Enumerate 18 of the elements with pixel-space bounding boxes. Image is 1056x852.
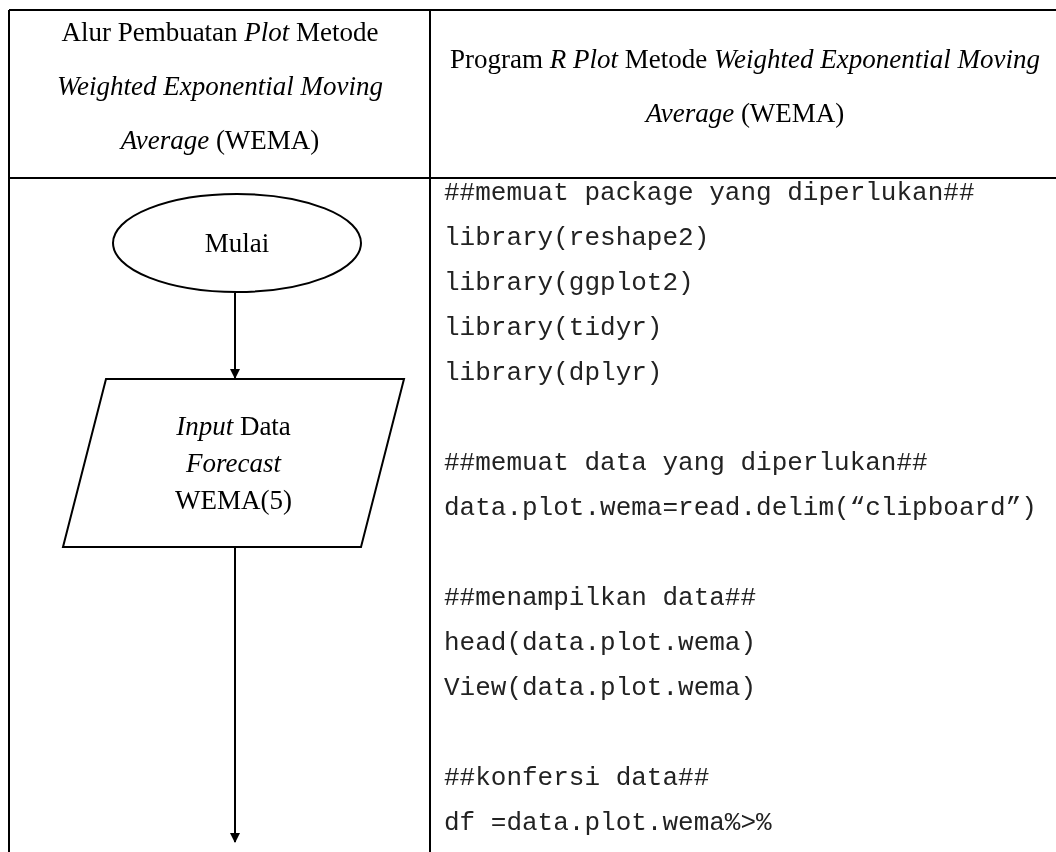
code-line: head(data.plot.wema) xyxy=(444,627,757,659)
node-text: Mulai xyxy=(204,226,270,260)
code-line: library(reshape2) xyxy=(444,222,710,254)
column-header: Alur Pembuatan Plot Metode Weighted Exponential Moving Average (WEMA) xyxy=(56,16,384,157)
code-line: ##memuat data yang diperlukan## xyxy=(444,447,928,479)
code-line: View(data.plot.wema) xyxy=(444,672,757,704)
node-text: Input Data Forecast WEMA(5) xyxy=(174,409,293,517)
code-line: library(tidyr) xyxy=(444,312,663,344)
arrow xyxy=(230,547,240,843)
code-line: library(dplyr) xyxy=(444,357,663,389)
column-header: Program R Plot Metode Weighted Exponential Moving Average (WEMA) xyxy=(449,43,1041,130)
code-line: ##konfersi data## xyxy=(444,762,710,794)
code-line: data.plot.wema=read.delim(“clipboard”) xyxy=(444,492,1037,524)
code-line: ##menampilkan data## xyxy=(444,582,757,614)
code-line: library(ggplot2) xyxy=(444,267,694,299)
arrow xyxy=(230,292,240,379)
code-line: ##memuat package yang diperlukan## xyxy=(444,177,975,209)
code-line: df =data.plot.wema%>% xyxy=(444,807,772,839)
